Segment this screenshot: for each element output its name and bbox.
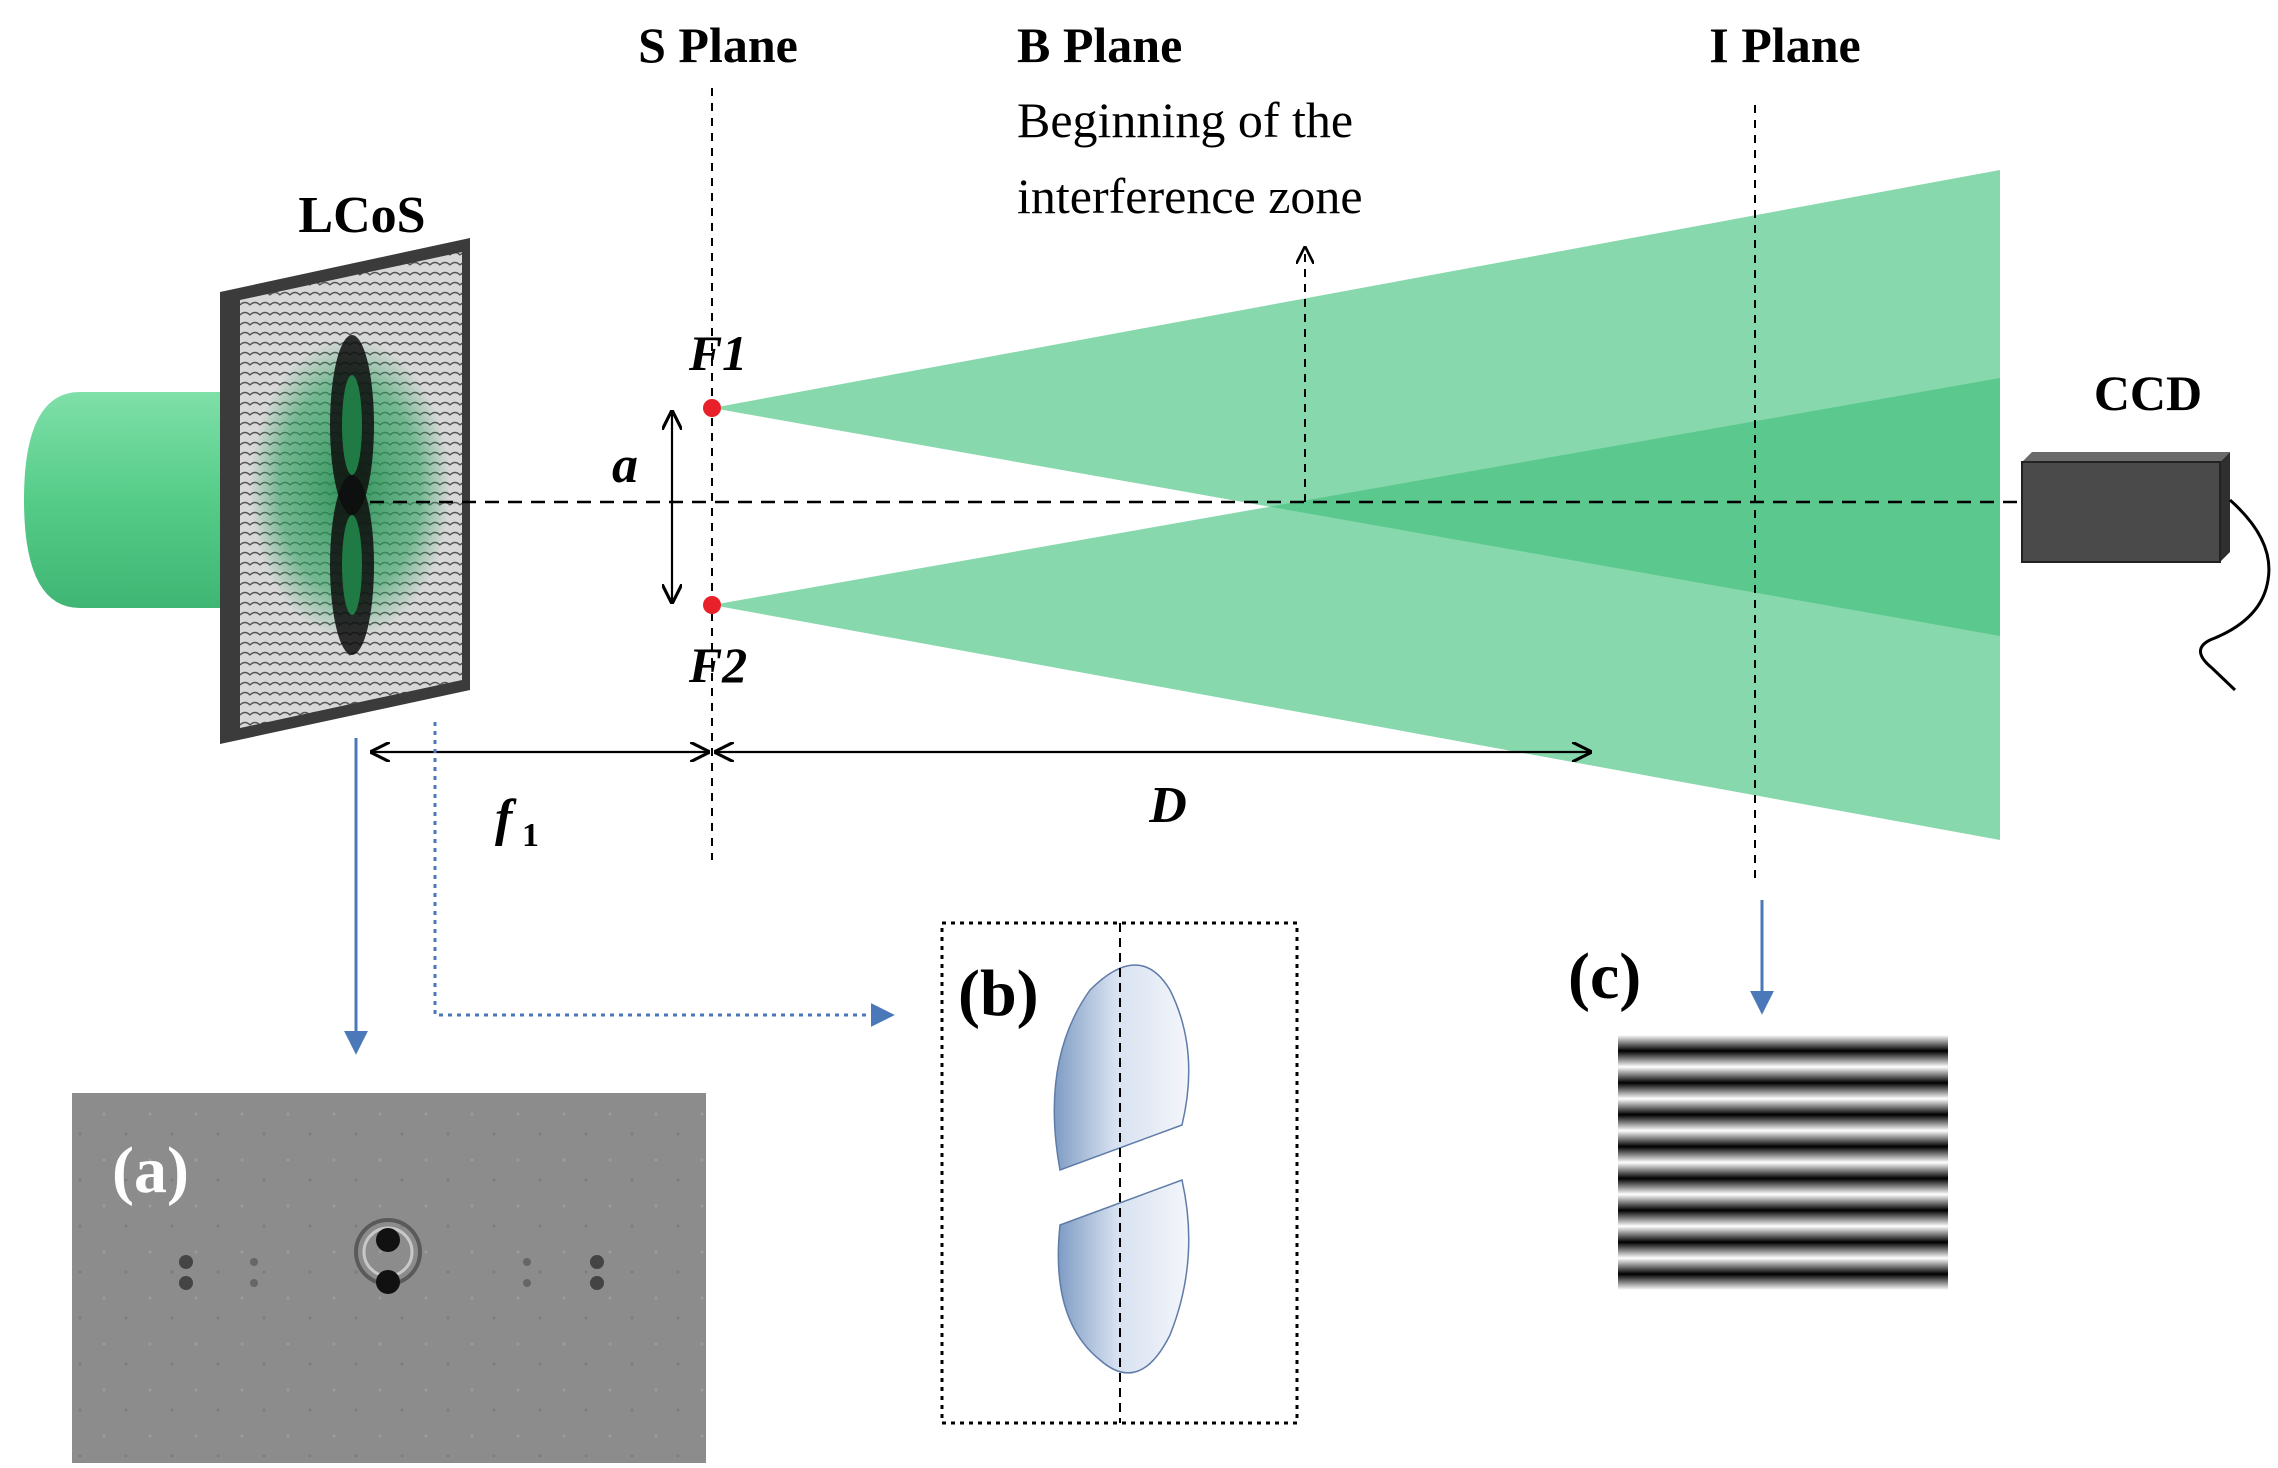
f2-point (703, 596, 721, 614)
arrow-to-panel-b (433, 722, 895, 1027)
distance-label: D (1148, 777, 1187, 834)
s-plane-label: S Plane (638, 17, 798, 73)
panel-c-label: (c) (1568, 940, 1641, 1013)
lcos-panel (220, 238, 470, 744)
f1-point (703, 399, 721, 417)
source-beam (24, 392, 230, 608)
separation-label: a (612, 437, 638, 494)
panel-b-split-lens (940, 921, 1299, 1425)
fringe-stripe (1618, 1035, 1948, 1067)
fringe-stripe (1618, 1098, 1948, 1131)
b-plane-label: B Plane (1017, 17, 1182, 73)
b-plane-description-line2: interference zone (1017, 168, 1363, 224)
lcos-label: LCoS (298, 187, 425, 244)
f1-label: F1 (688, 325, 747, 381)
panel-c-fringes (1618, 1035, 1948, 1290)
fringe-stripe (1618, 1194, 1948, 1227)
ccd-camera (2021, 452, 2271, 692)
fringe-stripe (1618, 1130, 1948, 1163)
panel-a-hologram (72, 1093, 706, 1463)
focal-length-label: f (495, 790, 517, 847)
fringe-stripe (1618, 1258, 1948, 1290)
fringe-stripe (1618, 1066, 1948, 1099)
focal-length-subscript: 1 (522, 817, 539, 854)
panel-b-label: (b) (958, 957, 1039, 1030)
f2-label: F2 (688, 637, 747, 693)
fringe-stripe (1618, 1162, 1948, 1195)
b-plane-description-line1: Beginning of the (1017, 92, 1353, 148)
i-plane-label: I Plane (1709, 17, 1860, 73)
fringe-stripe (1618, 1226, 1948, 1259)
panel-a-label: (a) (112, 1134, 189, 1207)
ccd-label: CCD (2094, 365, 2202, 421)
beam-f2 (712, 378, 2000, 840)
